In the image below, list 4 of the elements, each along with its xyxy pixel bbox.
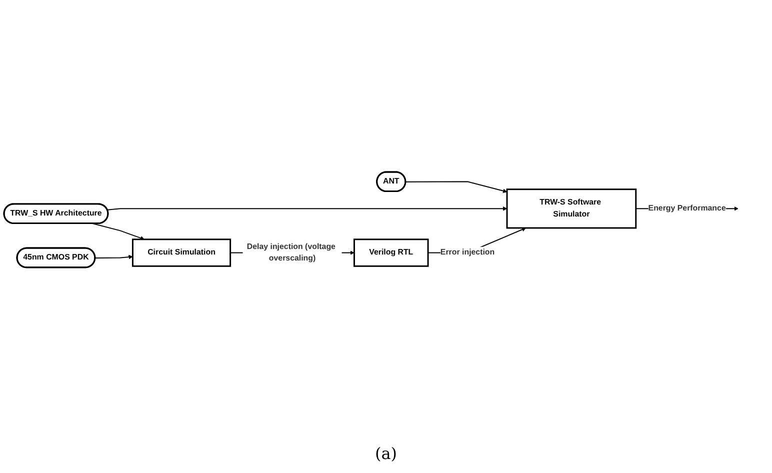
arrow	[94, 255, 133, 260]
arrow	[106, 206, 508, 212]
arrow	[405, 181, 508, 194]
caption: (a)	[374, 444, 398, 463]
